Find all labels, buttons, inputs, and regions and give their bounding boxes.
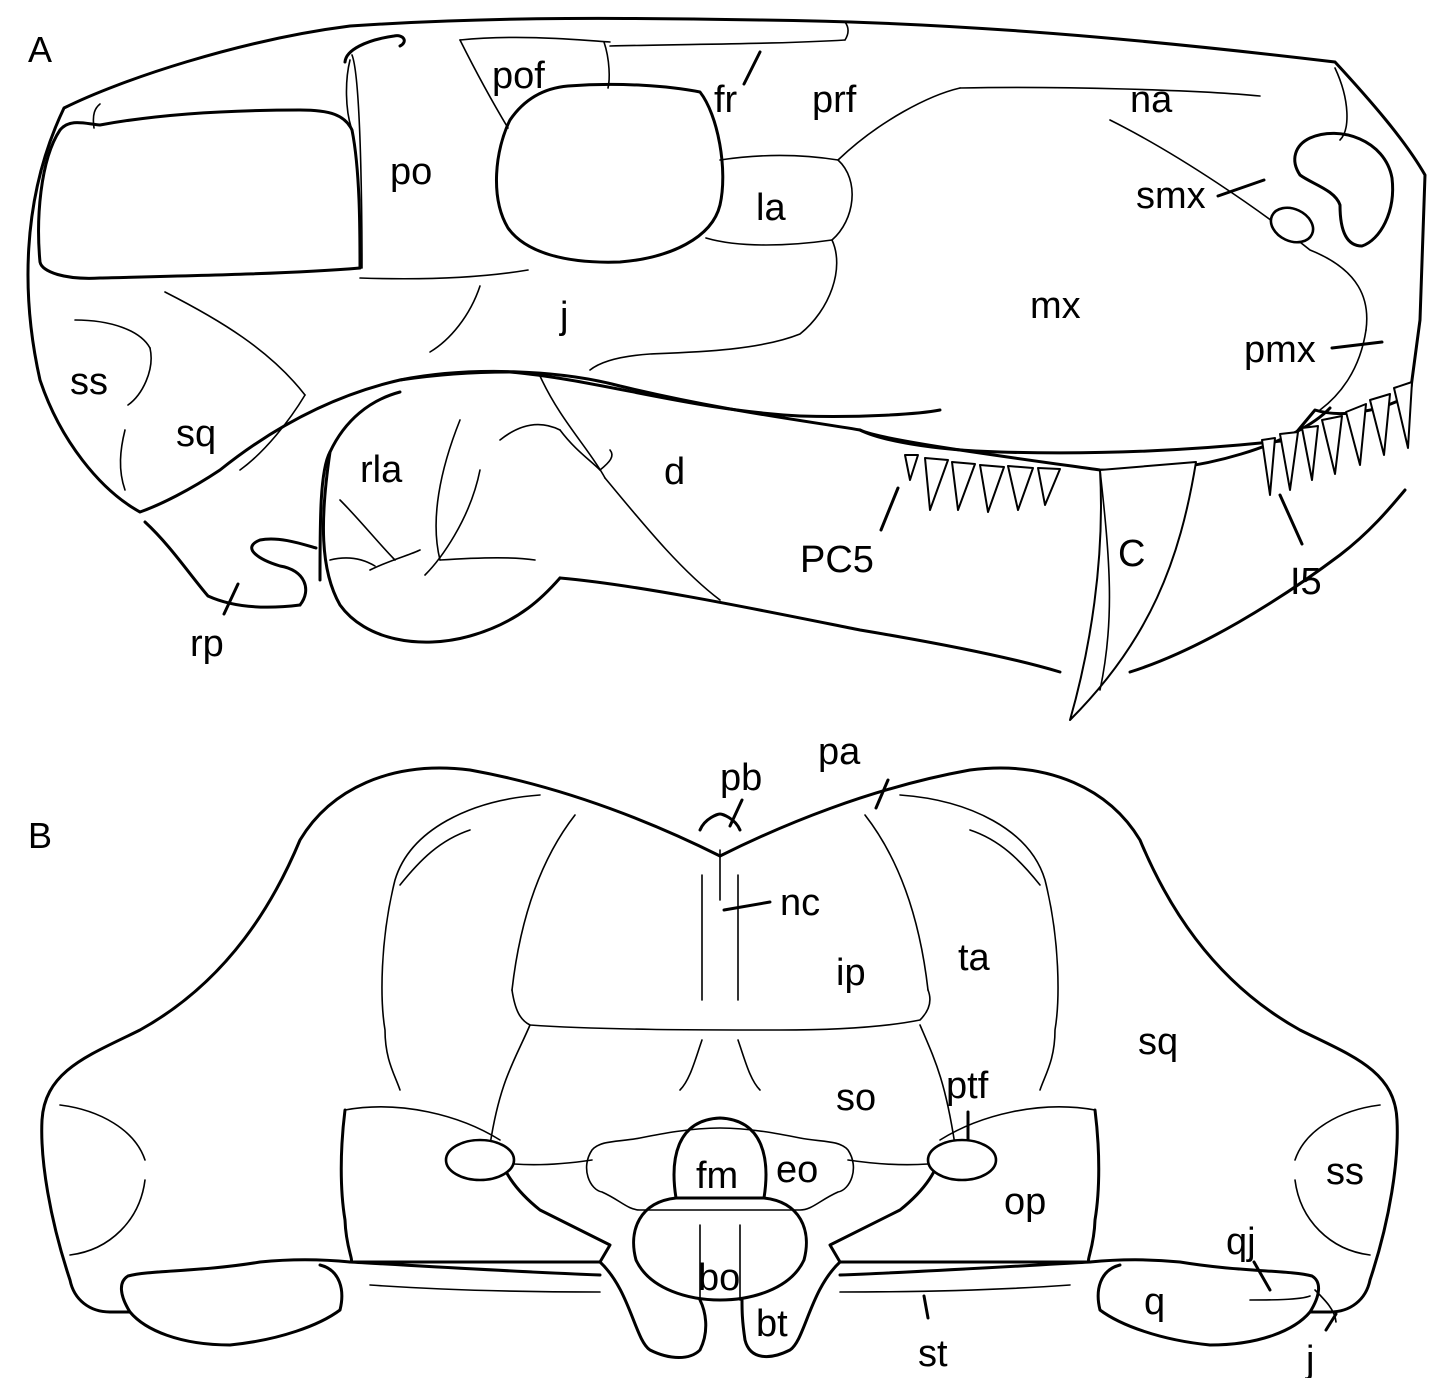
label-la: la: [756, 187, 786, 229]
right-post-temporal-fenestra: [928, 1140, 996, 1180]
label-fm: fm: [696, 1155, 738, 1197]
label-sq-b: sq: [1138, 1021, 1178, 1063]
label-qj: qj: [1226, 1221, 1256, 1263]
label-pmx: pmx: [1244, 329, 1316, 371]
label-so: so: [836, 1077, 876, 1119]
label-smx: smx: [1136, 175, 1206, 217]
label-pa: pa: [818, 731, 861, 773]
panel-b-letter: B: [28, 815, 52, 856]
label-ss-b: ss: [1326, 1151, 1364, 1193]
label-bo: bo: [698, 1257, 740, 1299]
label-ip: ip: [836, 952, 866, 994]
label-q: q: [1144, 1281, 1165, 1323]
label-ss: ss: [70, 361, 108, 403]
label-op: op: [1004, 1181, 1046, 1223]
label-i5: I5: [1290, 561, 1322, 603]
label-bt: bt: [756, 1303, 788, 1345]
label-c: C: [1118, 533, 1145, 575]
label-sq: sq: [176, 413, 216, 455]
label-eo: eo: [776, 1149, 818, 1191]
left-post-temporal-fenestra: [446, 1140, 514, 1180]
label-fr: fr: [714, 79, 738, 121]
label-j: j: [559, 295, 568, 337]
label-prf: prf: [812, 79, 857, 121]
label-ptf: ptf: [946, 1065, 989, 1107]
label-rp: rp: [190, 623, 224, 665]
panel-a-letter: A: [28, 29, 52, 70]
label-pc5: PC5: [800, 539, 874, 581]
label-j-b: j: [1305, 1339, 1314, 1378]
label-mx: mx: [1030, 285, 1081, 327]
label-na: na: [1130, 79, 1173, 121]
label-d: d: [664, 451, 685, 493]
label-ta: ta: [958, 937, 991, 979]
label-pb: pb: [720, 757, 762, 799]
label-po: po: [390, 151, 432, 193]
label-pof: pof: [492, 55, 545, 97]
label-nc: nc: [780, 882, 820, 924]
label-st: st: [918, 1333, 948, 1375]
label-rla: rla: [360, 449, 403, 491]
